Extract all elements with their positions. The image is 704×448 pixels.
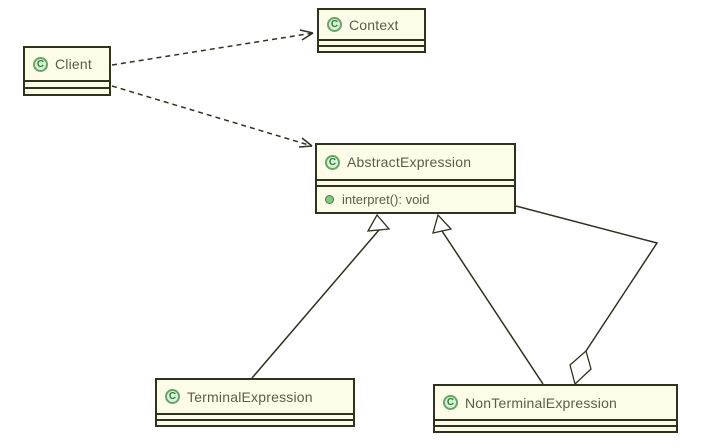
attributes-compartment bbox=[317, 179, 514, 185]
class-icon: C bbox=[327, 17, 342, 32]
class-box-client[interactable]: C Client bbox=[23, 46, 111, 96]
class-name: NonTerminalExpression bbox=[465, 394, 618, 411]
class-title: C NonTerminalExpression bbox=[435, 386, 676, 419]
class-box-abstractexpression[interactable]: C AbstractExpression interpret(): void bbox=[315, 143, 516, 214]
class-title: C TerminalExpression bbox=[157, 380, 353, 413]
class-icon: C bbox=[165, 389, 180, 404]
methods-compartment bbox=[319, 45, 424, 51]
class-title: C Context bbox=[319, 10, 424, 39]
method-signature: interpret(): void bbox=[342, 192, 430, 207]
class-name: Client bbox=[55, 56, 92, 72]
hollow-diamond-icon bbox=[569, 349, 592, 386]
class-name: AbstractExpression bbox=[347, 154, 472, 170]
aggregation-nonterminalexpression-line bbox=[515, 205, 659, 352]
methods-compartment bbox=[157, 419, 353, 425]
class-icon: C bbox=[325, 154, 340, 170]
generalization-terminalexpression-line bbox=[251, 229, 380, 379]
class-box-terminalexpression[interactable]: C TerminalExpression bbox=[155, 378, 355, 427]
dependency-client-context-line bbox=[111, 32, 314, 66]
open-arrow-icon bbox=[298, 137, 313, 148]
method-interpret[interactable]: interpret(): void bbox=[317, 192, 514, 207]
methods-compartment: interpret(): void bbox=[317, 185, 514, 212]
attributes-compartment bbox=[435, 419, 676, 425]
attributes-compartment bbox=[25, 80, 109, 87]
methods-compartment bbox=[25, 87, 109, 94]
public-method-icon bbox=[325, 195, 334, 204]
class-title: C Client bbox=[25, 48, 109, 80]
class-title: C AbstractExpression bbox=[317, 145, 514, 179]
hollow-triangle-icon bbox=[366, 213, 391, 232]
attributes-compartment bbox=[157, 413, 353, 419]
methods-compartment bbox=[435, 425, 676, 431]
attributes-compartment bbox=[319, 39, 424, 45]
class-icon: C bbox=[33, 56, 48, 72]
class-name: TerminalExpression bbox=[187, 388, 313, 405]
class-box-context[interactable]: C Context bbox=[317, 8, 426, 53]
generalization-nonterminalexpression-line bbox=[441, 230, 544, 385]
open-arrow-icon bbox=[299, 29, 314, 41]
class-name: Context bbox=[349, 16, 399, 33]
class-icon: C bbox=[443, 395, 458, 410]
hollow-triangle-icon bbox=[432, 213, 453, 234]
dependency-client-abstractexpression-line bbox=[111, 85, 313, 147]
class-box-nonterminalexpression[interactable]: C NonTerminalExpression bbox=[433, 384, 678, 433]
